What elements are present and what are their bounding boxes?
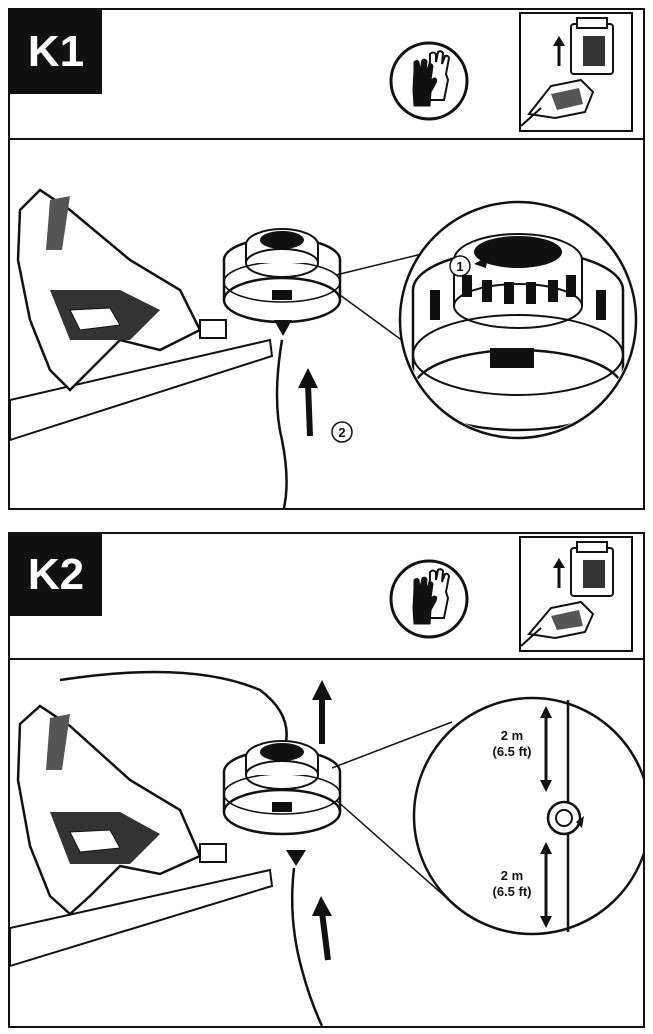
step-label-k2: K2 — [10, 534, 102, 616]
callout-1: 1 — [456, 259, 463, 274]
trimmer-line-length-drawing: 2 m (6.5 ft) 2 m (6.5 ft) — [10, 670, 643, 1026]
trimmer-head-removal-drawing: 2 — [10, 188, 638, 508]
panel-k2: K2 — [8, 532, 645, 1028]
measurement-top-imperial: (6.5 ft) — [493, 744, 532, 759]
callout-2: 2 — [338, 425, 345, 440]
spool-head — [222, 740, 342, 866]
remove-battery-icon — [519, 536, 633, 652]
remove-battery-icon — [519, 12, 633, 132]
panel-k2-header: K2 — [10, 534, 643, 660]
panel-k2-illustration: 2 m (6.5 ft) 2 m (6.5 ft) — [10, 660, 643, 1026]
magnified-line-measurement — [412, 696, 643, 936]
step-label-k1: K1 — [10, 10, 102, 94]
protective-gloves-icon — [388, 40, 470, 122]
protective-gloves-icon — [388, 558, 470, 640]
panel-k1-header: K1 — [10, 10, 643, 140]
panel-k1: K1 — [8, 8, 645, 510]
magnified-spool-detail — [398, 200, 638, 440]
spool-head — [222, 228, 342, 336]
measurement-bottom-imperial: (6.5 ft) — [493, 884, 532, 899]
measurement-bottom-value: 2 m — [501, 868, 523, 883]
panel-k1-illustration: 2 — [10, 140, 643, 508]
measurement-top-value: 2 m — [501, 728, 523, 743]
